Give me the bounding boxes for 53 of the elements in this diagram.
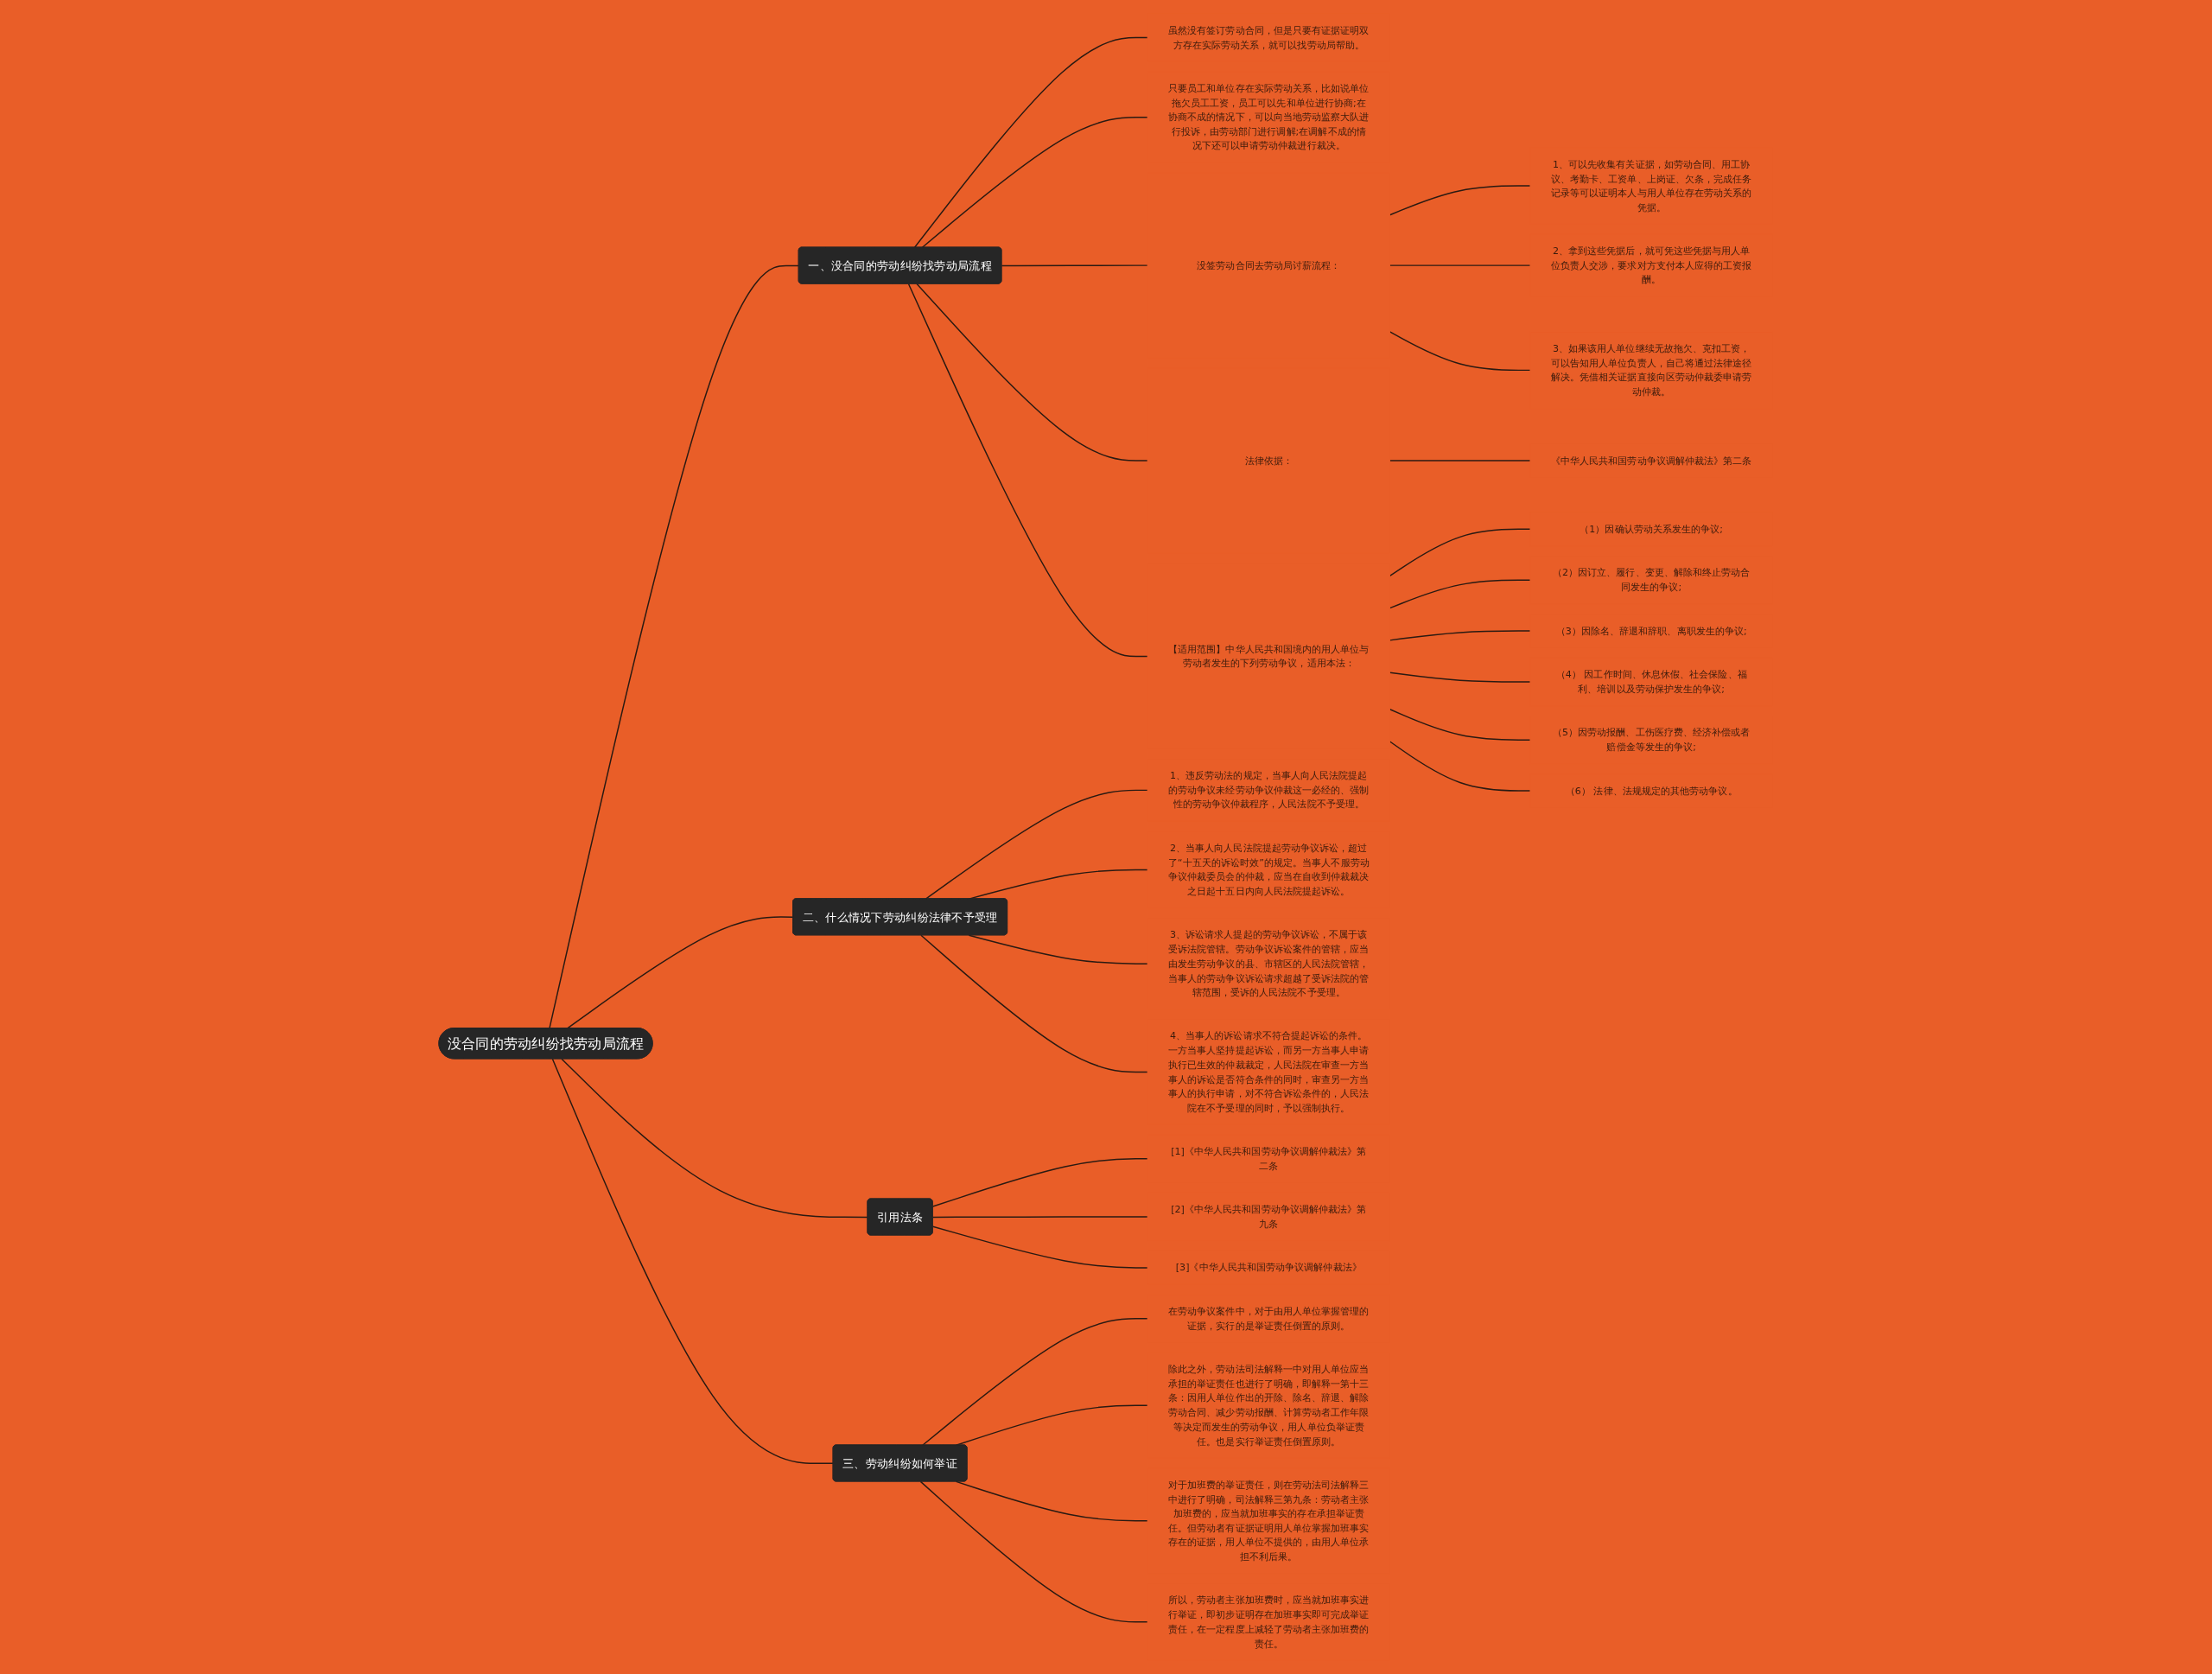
node-text: 对于加班费的举证责任，则在劳动法司法解释三中进行了明确，司法解释三第九条：劳动者主张加班费的，应当就加班事实的存在承担举证责任。但劳动者有证据证明用人单位掌握加班事实存在的证据，用人单位不提供的，由用人单位承担不利后果。 [1168,1479,1370,1563]
node-text: 除此之外，劳动法司法解释一中对用人单位应当承担的举证责任也进行了明确，即解释一第十三条：因用人单位作出的开除、除名、辞退、解除劳动合同、减少劳动报酬、计算劳动者工作年限等决定而发生的劳动争议，用人单位负举证责任。也是实行举证责任倒置原则。 [1168,1363,1370,1448]
node-text: 2、当事人向人民法院提起劳动争议诉讼，超过了“十五天的诉讼时效”的规定。当事人不服劳动争议仲裁委员会的仲裁，应当在自收到仲裁裁决之日起十五日内向人民法院提起诉讼。 [1168,842,1370,897]
connector [920,934,1149,1073]
node-text: 2、拿到这些凭据后，就可凭这些凭据与用人单位负责人交涉，要求对方支付本人应得的工资报酬。 [1551,245,1752,286]
connector [1389,630,1531,641]
connector [1389,528,1531,577]
node-text: 虽然没有签订劳动合同，但是只要有证据证明双方存在实际劳动关系，就可以找劳动局帮助。 [1168,24,1370,51]
connector [920,1480,1149,1623]
node-text: （5）因劳动报酬、工伤医疗费、经济补偿或者赔偿金等发生的争议; [1553,727,1751,753]
connector [1389,741,1531,792]
connector [1389,331,1531,372]
connector [1389,264,1531,266]
node-text: （4） 因工作时间、休息休假、社会保险、福利、培训以及劳动保护发生的争议; [1556,668,1747,695]
node-text: （6） 法律、法规规定的其他劳动争议。 [1566,785,1738,797]
node-text: （2）因订立、履行、变更、解除和终止劳动合同发生的争议; [1553,567,1751,594]
node-text: 在劳动争议案件中，对于由用人单位掌握管理的证据，实行的是举证责任倒置的原则。 [1168,1305,1370,1332]
connector [1389,460,1531,461]
node-text: 1、违反劳动法的规定，当事人向人民法院提起的劳动争议未经劳动争议仲裁这一必经的、强制性的劳动争议仲裁程序，人民法院不予受理。 [1168,769,1370,811]
node-text: [1]《中华人民共和国劳动争议调解仲裁法》第二条 [1171,1145,1367,1172]
node-text: 1、可以先收集有关证据，如劳动合同、用工协议、考勤卡、工资单、上岗证、欠条，完成任务记录等可以证明本人与用人单位存在劳动关系的凭据。 [1551,158,1752,213]
connector [908,283,1149,658]
connector [1001,264,1149,267]
connector [932,1158,1149,1207]
connector [1389,709,1531,741]
connector [1389,672,1531,683]
node-text: 4、当事人的诉讼请求不符合提起诉讼的条件。一方当事人坚持提起诉讼，而另一方当事人申请执行已生效的仲裁裁定，人民法院在审查一方当事人的诉讼是否符合条件的同时，审查另一方当事人的执行申请，对不符合诉讼条件的，人民法院在不予受理的同时，予以强制执行。 [1168,1030,1370,1114]
node-text: （3）因除名、辞退和辞职、离职发生的争议; [1555,625,1748,637]
node-text: 《中华人民共和国劳动争议调解仲裁法》第二条 [1551,455,1752,467]
node-text: 3、诉讼请求人提起的劳动争议诉讼，不属于该受诉法院管辖。劳动争议诉讼案件的管辖，应当由发生劳动争议的县、市辖区的人民法院管辖，当事人的劳动争议诉讼请求超越了受诉法院的管辖范围，受诉的人民法院不予受理。 [1168,929,1370,998]
connector [549,264,800,1029]
node-text: 【适用范围】中华人民共和国境内的用人单位与劳动者发生的下列劳动争议，适用本法： [1168,643,1370,670]
connector [1389,185,1531,216]
connector [1389,579,1531,609]
node-text: 没签劳动合同去劳动局讨薪流程： [1197,259,1341,271]
connector [956,1480,1149,1522]
connector [932,1225,1149,1269]
node-text: [2]《中华人民共和国劳动争议调解仲裁法》第九条 [1171,1203,1367,1230]
node-text: 所以，劳动者主张加班费时，应当就加班事实进行举证，即初步证明存在加班事实即可完成举证责任，在一定程度上减轻了劳动者主张加班费的责任。 [1168,1594,1370,1650]
connector [925,789,1149,900]
node-text: 只要员工和单位存在实际劳动关系，比如说单位拖欠员工工资，员工可以先和单位进行协商;在协商不成的情况下，可以向当地劳动监察大队进行投诉，由劳动部门进行调解;在调解不成的情况下还可以申请劳动仲裁进行裁决。 [1168,82,1370,152]
connector [932,1216,1149,1219]
node-text: 3、如果该用人单位继续无故拖欠、克扣工资，可以告知用人单位负责人，自己将通过法律途径解决。凭借相关证据直接向区劳动仲裁委申请劳动仲裁。 [1551,342,1752,398]
node-text: 法律依据： [1244,455,1294,467]
connector [969,934,1149,964]
connector [913,36,1149,249]
connector [921,116,1149,249]
connector [552,1058,835,1465]
connector [916,283,1149,461]
node-text: （1）因确认劳动关系发生的争议; [1580,523,1724,535]
node-text: [3]《中华人民共和国劳动争议调解仲裁法》 [1176,1262,1363,1274]
connector [561,1058,869,1219]
connector [567,916,794,1029]
